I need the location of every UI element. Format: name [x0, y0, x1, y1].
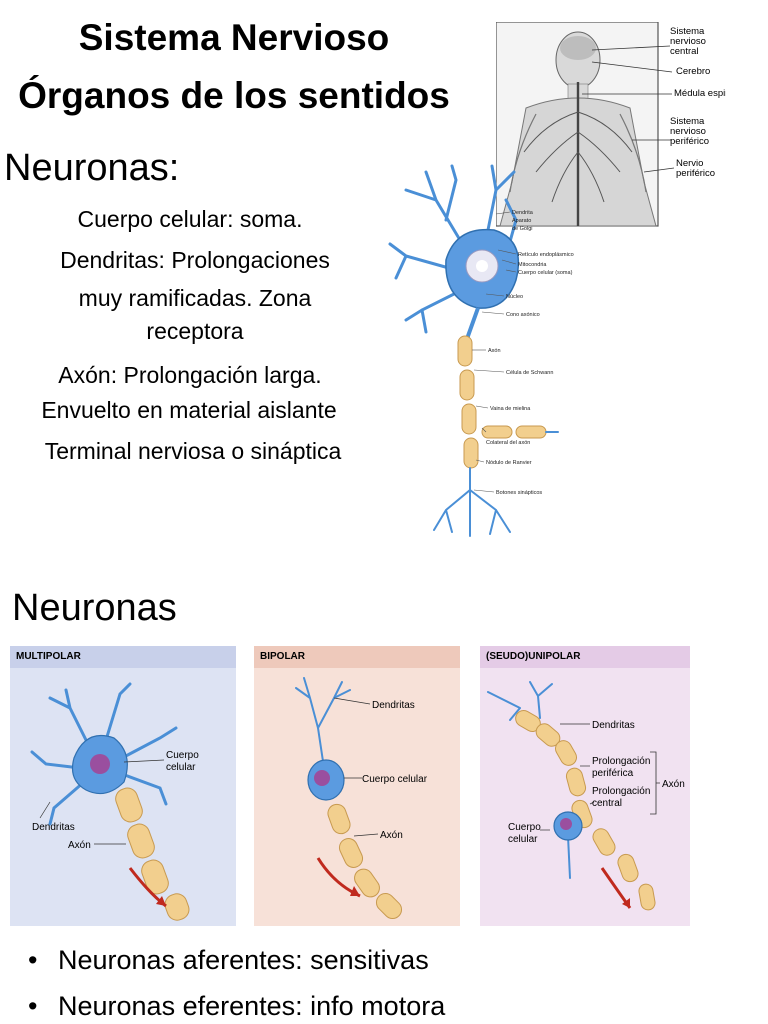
section-heading-neuronas: Neuronas: [4, 147, 180, 189]
desc-line-soma: Cuerpo celular: soma. [77, 206, 303, 232]
label-snc-2: nervioso [670, 36, 706, 47]
neuron-label-ranvier: Nódulo de Ranvier [486, 460, 532, 466]
label-snp-3: periférico [670, 136, 709, 147]
bullet-text-aferentes: Neuronas aferentes: sensitivas [58, 945, 429, 975]
neuron-label-cono: Cono axónico [506, 312, 540, 318]
body-illustration: Sistema nervioso central Cerebro Médula … [495, 21, 738, 227]
label-snp-2: nervioso [670, 126, 706, 137]
bullet-icon: • [28, 945, 38, 975]
neuron-label-golgi: de Golgi [512, 226, 533, 232]
bullet-aferentes: • Neuronas aferentes: sensitivas [28, 942, 429, 978]
multipolar-label-celular: celular [166, 762, 196, 773]
neuron-label-colateral: Colateral del axón [486, 440, 530, 446]
unipolar-label-periferica: periférica [592, 768, 634, 779]
label-medula: Médula espinal [674, 88, 726, 99]
label-nervio-2: periférico [676, 168, 715, 179]
neuron-illustration: Dendrita Aparato de Golgi Retículo endop… [388, 164, 574, 537]
label-snc-1: Sistema [670, 26, 705, 37]
label-snc-3: central [670, 46, 699, 57]
bipolar-illustration: Dendritas Cuerpo celular Axón [295, 677, 428, 920]
multipolar-label-cuerpo: Cuerpo [166, 750, 199, 761]
unipolar-label-dendritas: Dendritas [592, 720, 635, 731]
bullet-eferentes: • Neuronas eferentes: info motora [28, 988, 445, 1024]
panel-title-unipolar: (SEUDO)UNIPOLAR [480, 646, 690, 668]
bullet-icon: • [28, 991, 38, 1021]
label-snp-1: Sistema [670, 116, 705, 127]
desc-line-terminal: Terminal nerviosa o sináptica [44, 438, 342, 464]
multipolar-illustration: Cuerpo celular Dendritas Axón [30, 682, 199, 921]
unipolar-label-prolongacion-2: Prolongación [592, 786, 650, 797]
bipolar-label-dendritas: Dendritas [372, 700, 415, 711]
panel-multipolar: MULTIPOLAR Cuerpo celular Dendritas Axón [10, 646, 236, 926]
desc-line-axon: Axón: Prolongación larga. [58, 362, 322, 388]
neuron-label-nucleo: Núcleo [506, 294, 523, 300]
neuron-label-reticulo: Retículo endoplásmico [518, 252, 574, 258]
unipolar-label-central: central [592, 798, 622, 809]
neuron-label-soma: Cuerpo celular (soma) [518, 270, 573, 276]
neuron-label-axon: Axón [488, 348, 501, 354]
title-line-2: Órganos de los sentidos [18, 75, 450, 116]
panel-title-bipolar: BIPOLAR [254, 646, 460, 668]
unipolar-label-celular: celular [508, 834, 538, 845]
neuron-label-aparato: Aparato [512, 218, 531, 224]
nervous-system-figure: Sistema nervioso central Cerebro Médula … [495, 21, 738, 228]
label-nervio-1: Nervio [676, 158, 703, 169]
bipolar-label-cuerpo: Cuerpo celular [362, 774, 428, 785]
unipolar-label-axon: Axón [662, 779, 685, 790]
panel-title-multipolar: MULTIPOLAR [10, 646, 236, 668]
title-line-1: Sistema Nervioso [78, 17, 390, 58]
multipolar-label-axon: Axón [68, 840, 91, 851]
neuron-label-dendrita: Dendrita [512, 210, 534, 216]
bipolar-label-axon: Axón [380, 830, 403, 841]
unipolar-label-cuerpo: Cuerpo [508, 822, 541, 833]
desc-line-ramificadas: muy ramificadas. Zona [78, 285, 312, 311]
desc-line-dendritas: Dendritas: Prolongaciones [60, 247, 330, 273]
neuron-label-vaina: Vaina de mielina [490, 406, 531, 412]
unipolar-label-prolongacion-1: Prolongación [592, 756, 650, 767]
panel-bipolar: BIPOLAR Dendritas Cuerpo celular Axón [254, 646, 460, 926]
multipolar-label-dendritas: Dendritas [32, 822, 75, 833]
desc-line-aislante: Envuelto en material aislante [41, 397, 337, 423]
section-heading-neuronas-2: Neuronas [12, 587, 177, 629]
label-cerebro: Cerebro [676, 66, 710, 77]
desc-line-receptora: receptora [146, 318, 244, 344]
panel-unipolar: (SEUDO)UNIPOLAR Dendritas Prolongación p… [480, 646, 690, 926]
neuron-anatomy-figure: Dendrita Aparato de Golgi Retículo endop… [386, 160, 582, 544]
neuron-label-mitocondria: Mitocondria [518, 262, 547, 268]
bullet-text-eferentes: Neuronas eferentes: info motora [58, 991, 446, 1021]
neuron-label-botones: Botones sinápticos [496, 490, 542, 496]
neuron-label-schwann: Célula de Schwann [506, 370, 553, 376]
unipolar-illustration: Dendritas Prolongación periférica Prolon… [487, 681, 685, 911]
